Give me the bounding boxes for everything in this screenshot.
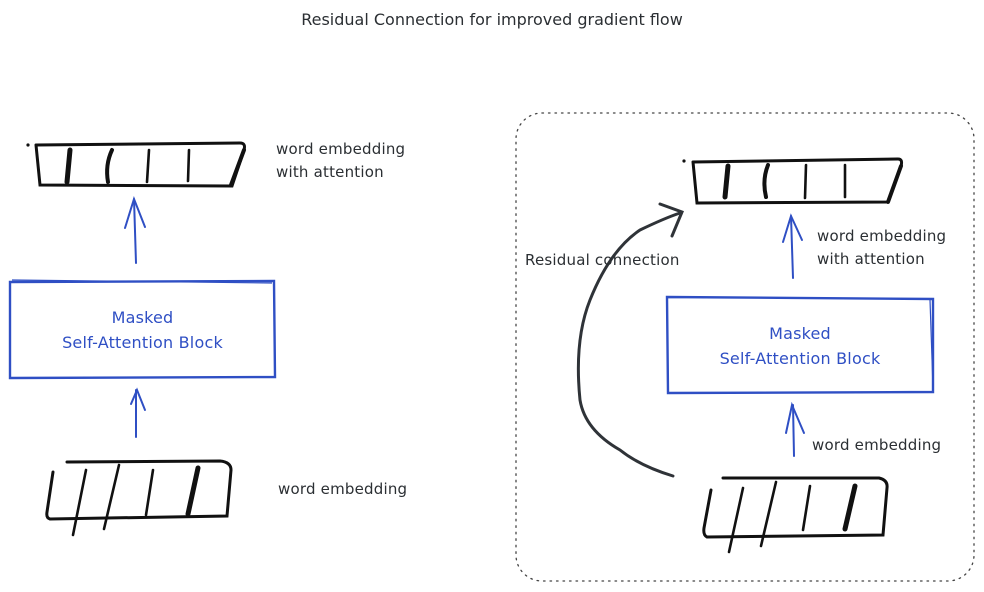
left-block-label-line1: Masked (111, 308, 174, 327)
left-input-label: word embedding (278, 480, 408, 498)
diagram-title: Residual Connection for improved gradien… (301, 10, 683, 29)
right-output-label-line1: word embedding (817, 227, 947, 245)
right-lower-arrow (785, 401, 805, 457)
right-input-embedding-vector (702, 476, 889, 554)
right-input-label: word embedding (812, 436, 942, 454)
left-output-label-line2: with attention (276, 163, 384, 181)
right-block-label: Masked Self-Attention Block (667, 321, 933, 371)
left-lower-arrow (130, 387, 146, 438)
right-output-label: word embedding with attention (817, 225, 946, 271)
right-output-embedding-vector (682, 157, 904, 205)
right-self-attention-block (665, 295, 935, 395)
right-block-label-line1: Masked (769, 324, 831, 343)
left-input-embedding-vector (45, 459, 233, 537)
residual-connection-label: Residual connection (525, 251, 680, 269)
right-output-label-line2: with attention (817, 250, 925, 268)
left-block-label: Masked Self-Attention Block (10, 305, 275, 355)
residual-group-frame (515, 112, 975, 582)
left-upper-arrow (124, 195, 146, 264)
left-output-label: word embedding with attention (276, 138, 405, 184)
left-output-embedding-vector (26, 141, 246, 188)
residual-connection-arrow (576, 202, 684, 478)
left-self-attention-block (8, 279, 277, 380)
left-output-label-line1: word embedding (276, 140, 406, 158)
right-upper-arrow (782, 213, 803, 279)
right-block-label-line2: Self-Attention Block (719, 349, 881, 368)
left-block-label-line2: Self-Attention Block (62, 333, 223, 352)
